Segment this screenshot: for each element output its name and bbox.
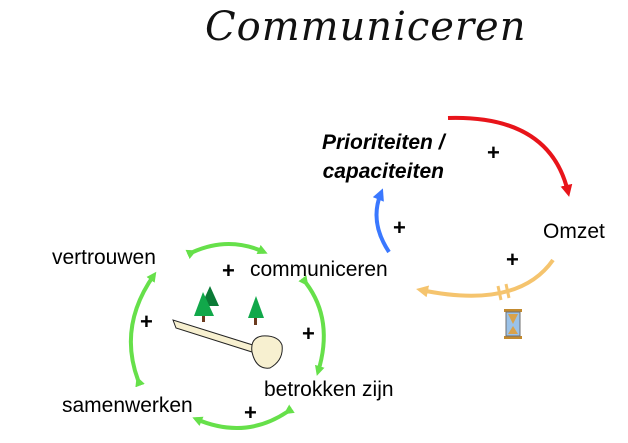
plus-sign: + [140,309,153,334]
node-prioriteiten: Prioriteiten / capaciteiten [322,128,445,186]
plus-sign: + [244,400,257,425]
plus-sign: + [506,247,519,272]
arrow-omzet-communiceren [416,258,555,298]
tree-icon [194,286,219,322]
arrow-samenwerken-vertrouwen [128,271,157,388]
arrow-betrokken-samenwerken [192,404,295,430]
arrow-communiceren-prioriteiten [372,188,391,254]
node-communiceren: communiceren [250,258,388,281]
delay-mark-2 [504,283,511,299]
arrow-prioriteiten-omzet [447,115,573,197]
plus-sign: + [487,140,500,165]
key-icon [172,319,283,369]
plus-sign: + [222,258,235,283]
plus-sign: + [302,321,315,346]
node-samenwerken: samenwerken [62,394,193,417]
hourglass-icon [504,309,522,339]
plus-sign: + [393,215,406,240]
arrow-communiceren-betrokken [298,275,326,376]
node-betrokken: betrokken zijn [264,378,394,401]
node-omzet: Omzet [543,220,605,243]
delay-mark-1 [496,285,503,301]
tree-icon [248,296,264,325]
arrow-vertrouwen-communiceren [185,242,268,260]
node-prioriteiten-line2: capaciteiten [322,160,444,183]
node-vertrouwen: vertrouwen [52,246,156,269]
page-title: Communiceren [205,4,527,50]
node-prioriteiten-line1: Prioriteiten / [322,131,445,154]
